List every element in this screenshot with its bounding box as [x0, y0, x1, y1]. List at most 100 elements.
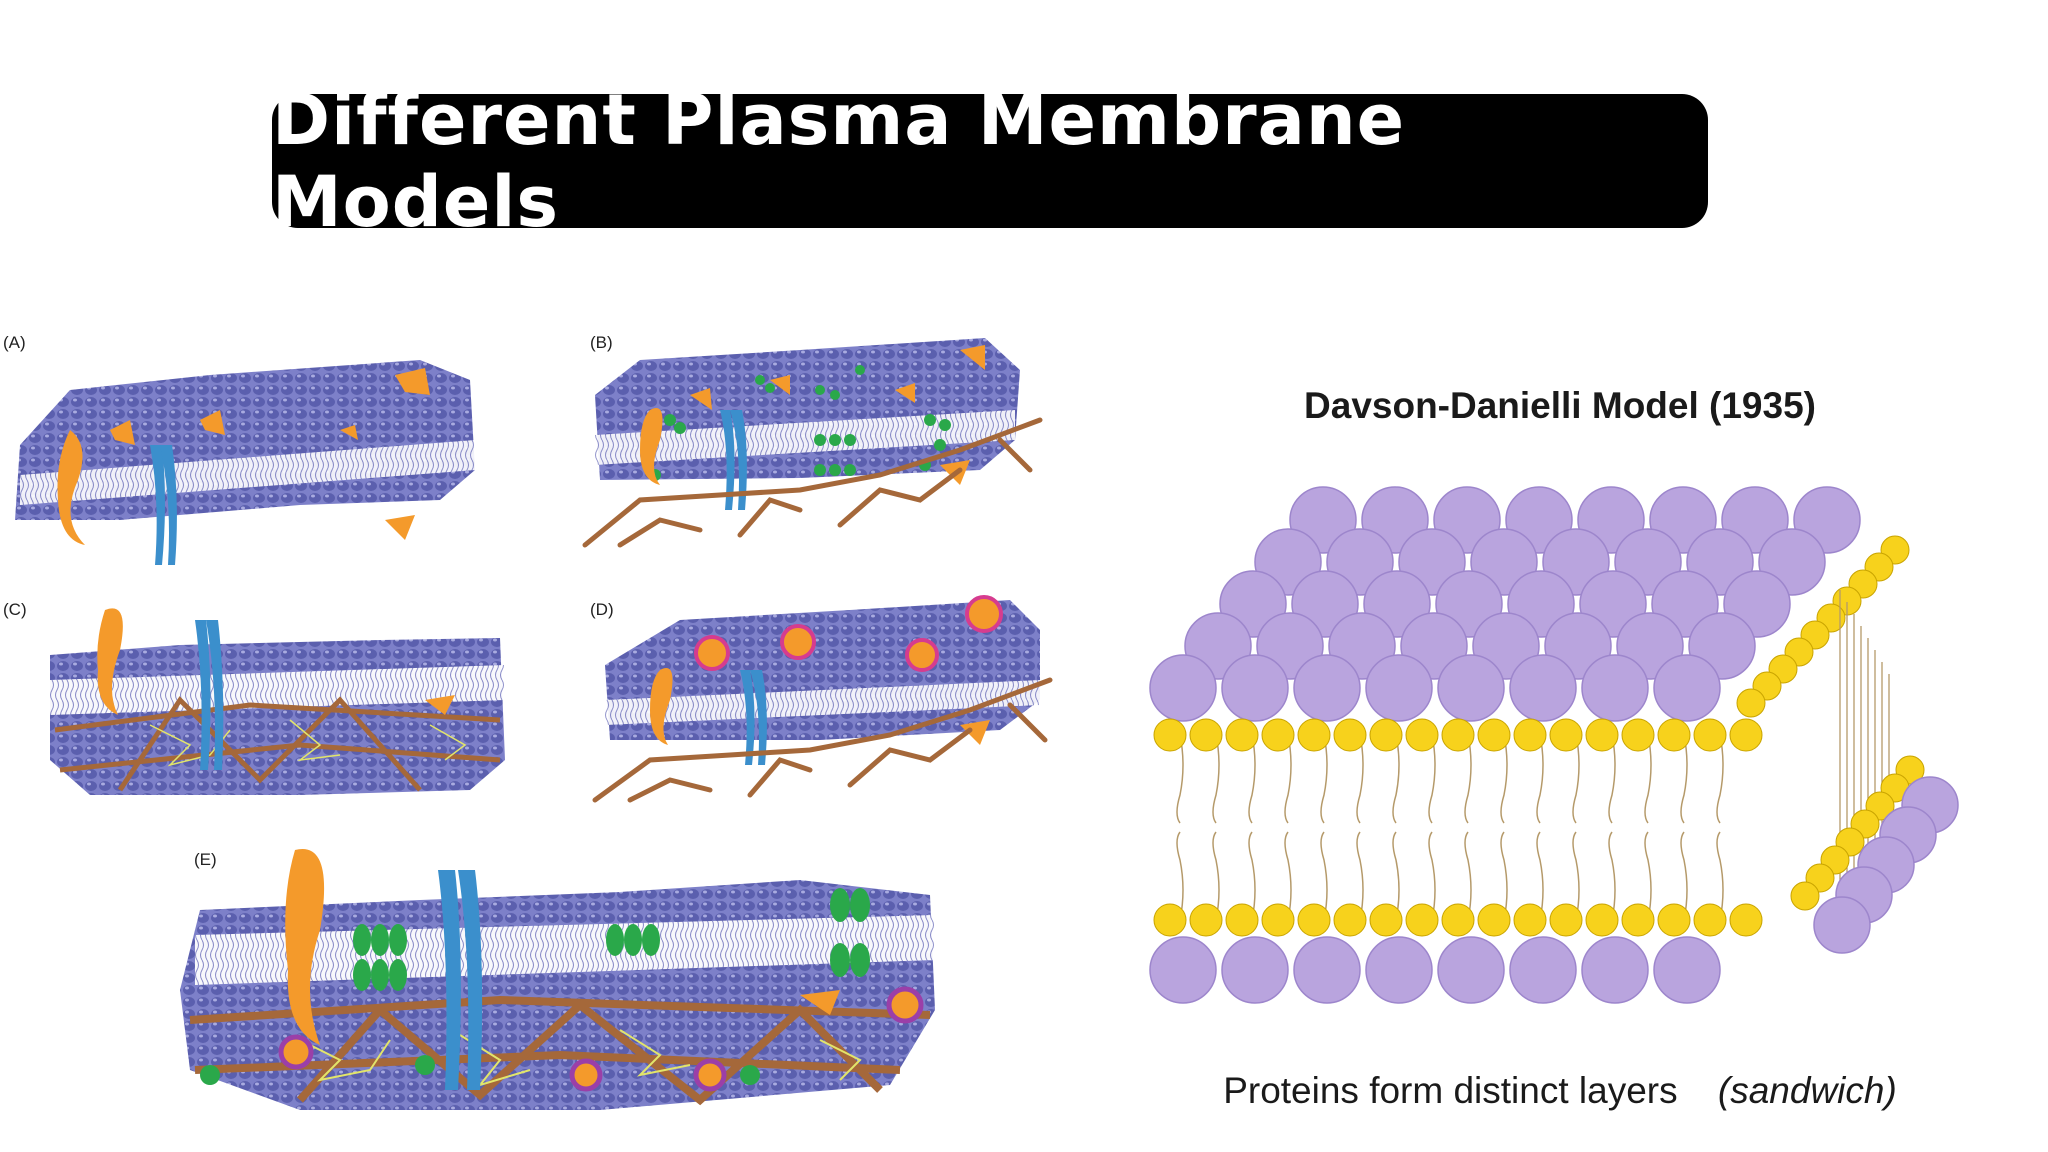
lipid-tail [1248, 831, 1256, 921]
lipid-tail [1356, 734, 1364, 824]
lipid-head [1441, 718, 1475, 752]
lipid-head [1585, 903, 1619, 937]
lipid-tail [1464, 734, 1472, 824]
lipid-head [1729, 903, 1763, 937]
lipid-tail [1608, 734, 1616, 824]
lipid-tail [1644, 831, 1652, 921]
lipid-head [1369, 903, 1403, 937]
lipid-tail [1716, 734, 1724, 824]
lipid-head [1333, 903, 1367, 937]
lipid-tail [1716, 831, 1724, 921]
protein-sphere [1293, 936, 1361, 1004]
lipid-tail [1284, 734, 1292, 824]
lipid-tail [1428, 831, 1436, 921]
lipid-tail [1176, 734, 1184, 824]
lipid-head [1225, 718, 1259, 752]
lipid-head [1657, 718, 1691, 752]
lipid-tail [1212, 831, 1220, 921]
caption-italic: (sandwich) [1717, 1070, 1897, 1111]
lipid-tail [1680, 734, 1688, 824]
protein-sphere [1509, 654, 1577, 722]
lipid-tail [1608, 831, 1616, 921]
protein-sphere [1365, 654, 1433, 722]
page-title: Different Plasma Membrane Models [272, 79, 1406, 243]
title-banner: Different Plasma Membrane Models [272, 79, 1708, 243]
protein-sphere [1581, 654, 1649, 722]
caption-main: Proteins form distinct layers [1223, 1070, 1678, 1111]
lipid-head [1297, 718, 1331, 752]
lipid-tail [1644, 734, 1652, 824]
protein-sphere [1813, 896, 1871, 954]
lipid-head [1189, 903, 1223, 937]
protein-sphere [1653, 936, 1721, 1004]
lipid-head [1369, 718, 1403, 752]
lipid-tail [1572, 831, 1580, 921]
lipid-tail [1284, 831, 1292, 921]
lipid-tail [1248, 734, 1256, 824]
lipid-head [1225, 903, 1259, 937]
lipid-head [1477, 718, 1511, 752]
davson-danielli-title: Davson-Danielli Model (1935) [1304, 385, 1816, 426]
lipid-tail [1392, 831, 1400, 921]
lipid-head [1621, 903, 1655, 937]
davson-danielli-diagram [1149, 486, 1959, 1004]
lipid-head [1693, 903, 1727, 937]
davson-danielli-caption: Proteins form distinct layers (sandwich) [1140, 1070, 1980, 1112]
lipid-head [1621, 718, 1655, 752]
lipid-head [1405, 718, 1439, 752]
lipid-head [1513, 718, 1547, 752]
panel-label-a: (A) [3, 333, 26, 352]
panel-d-membrane [592, 595, 1053, 803]
lipid-tail [1320, 734, 1328, 824]
panel-label-e: (E) [194, 850, 217, 869]
lipid-head [1153, 903, 1187, 937]
panel-b-membrane [582, 338, 1043, 548]
lipid-tail [1392, 734, 1400, 824]
protein-sphere [1653, 654, 1721, 722]
panel-a-membrane [15, 360, 475, 565]
lipid-head [1153, 718, 1187, 752]
lipid-head [1405, 903, 1439, 937]
panel-c-membrane [50, 608, 505, 795]
protein-sphere [1221, 654, 1289, 722]
lipid-head [1441, 903, 1475, 937]
lipid-tail [1464, 831, 1472, 921]
lipid-tail [1572, 734, 1580, 824]
lipid-head [1693, 718, 1727, 752]
lipid-tail [1536, 734, 1544, 824]
protein-sphere [1221, 936, 1289, 1004]
lipid-tail [1428, 734, 1436, 824]
lipid-tail [1320, 831, 1328, 921]
lipid-head [1585, 718, 1619, 752]
lipid-tail [1500, 734, 1508, 824]
protein-sphere [1365, 936, 1433, 1004]
lipid-head [1549, 903, 1583, 937]
lipid-tail [1536, 831, 1544, 921]
lipid-head [1333, 718, 1367, 752]
protein-sphere [1509, 936, 1577, 1004]
protein-sphere [1293, 654, 1361, 722]
panel-label-d: (D) [590, 600, 614, 619]
panel-label-c: (C) [3, 600, 27, 619]
lipid-tail [1212, 734, 1220, 824]
lipid-head [1736, 688, 1766, 718]
lipid-head [1189, 718, 1223, 752]
protein-sphere [1149, 654, 1217, 722]
panel-label-b: (B) [590, 333, 613, 352]
lipid-head [1513, 903, 1547, 937]
panel-e-membrane [180, 849, 935, 1110]
lipid-head [1790, 881, 1820, 911]
lipid-head [1657, 903, 1691, 937]
membrane-models-illustration [15, 338, 1053, 1110]
protein-sphere [1437, 936, 1505, 1004]
protein-sphere [1437, 654, 1505, 722]
lipid-head [1729, 718, 1763, 752]
lipid-head [1549, 718, 1583, 752]
lipid-head [1261, 903, 1295, 937]
protein-sphere [1149, 936, 1217, 1004]
lipid-tail [1176, 831, 1184, 921]
lipid-head [1261, 718, 1295, 752]
lipid-head [1477, 903, 1511, 937]
protein-sphere [1581, 936, 1649, 1004]
lipid-tail [1680, 831, 1688, 921]
